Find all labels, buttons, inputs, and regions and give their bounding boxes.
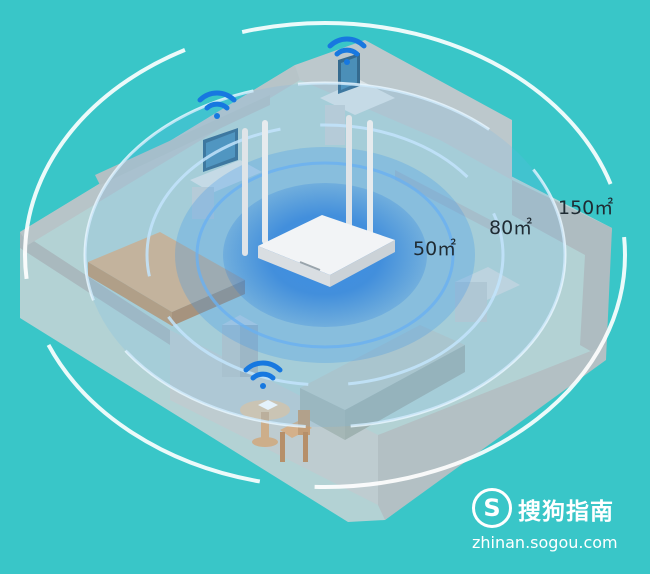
cabinet-icon — [455, 267, 520, 322]
coverage-label-80: 80㎡ — [489, 217, 533, 239]
wifi-icon — [243, 360, 283, 389]
inner-wall-b — [395, 170, 500, 235]
coverage-label-50: 50㎡ — [413, 238, 457, 260]
watermark-name: 搜狗指南 — [518, 499, 614, 525]
coverage-label-150: 150㎡ — [558, 197, 614, 219]
coverage-rings — [23, 21, 627, 489]
router-icon — [242, 115, 395, 287]
chair-icon — [280, 410, 312, 462]
wifi-icon — [197, 90, 237, 119]
sofa-icon — [300, 325, 465, 440]
wifi-icon — [327, 36, 367, 65]
watermark-url: zhinan.sogou.com — [472, 533, 618, 552]
right-wall — [512, 180, 612, 360]
inner-wall-a — [95, 95, 270, 185]
bed-icon — [88, 232, 245, 326]
left-wall — [20, 232, 170, 345]
sogou-logo-letter: S — [483, 494, 501, 522]
table-icon — [240, 400, 290, 447]
sogou-logo-icon: S — [472, 488, 512, 528]
front-wall-right — [378, 345, 606, 520]
